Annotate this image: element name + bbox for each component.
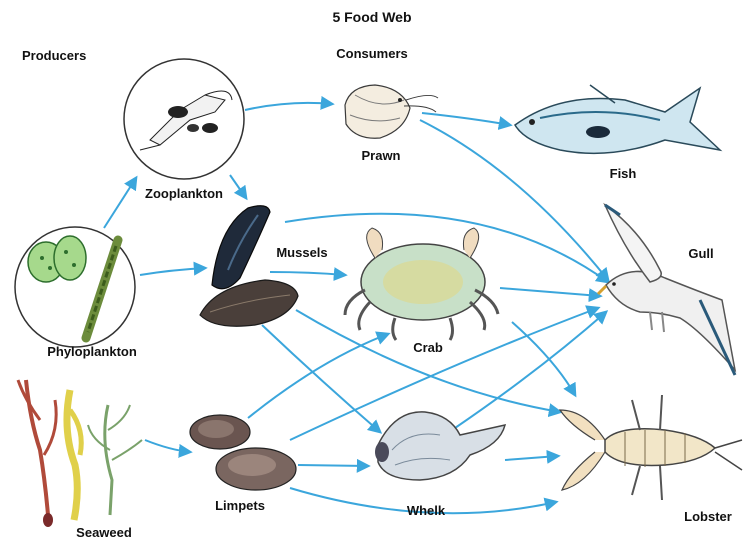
arrow-zooplankton-to-prawn xyxy=(245,103,332,110)
seaweed-label: Seaweed xyxy=(76,525,132,539)
zooplankton-label: Zooplankton xyxy=(145,186,223,201)
diagram-title: 5 Food Web xyxy=(332,9,411,25)
producers-header: Producers xyxy=(22,48,86,63)
crab-illustration xyxy=(345,228,498,340)
limpets-illustration xyxy=(190,415,296,490)
arrow-mussels-to-crab xyxy=(270,272,345,275)
limpets-label: Limpets xyxy=(215,498,265,513)
arrow-phytoplankton-to-mussels xyxy=(140,268,205,275)
arrow-limpets-to-whelk xyxy=(298,465,368,466)
phytoplankton-label: Phyloplankton xyxy=(47,344,137,359)
consumers-header: Consumers xyxy=(336,46,408,61)
whelk-illustration xyxy=(375,412,505,480)
arrow-seaweed-to-limpets xyxy=(145,440,190,452)
whelk-label: Whelk xyxy=(407,503,446,518)
zooplankton-illustration xyxy=(124,59,244,179)
crab-label: Crab xyxy=(413,340,443,355)
fish-label: Fish xyxy=(610,166,637,181)
arrow-mussels-to-whelk xyxy=(262,325,380,432)
prawn-label: Prawn xyxy=(361,148,400,163)
arrow-phytoplankton-to-zooplankton xyxy=(104,178,136,228)
lobster-label: Lobster xyxy=(684,509,732,524)
lobster-illustration xyxy=(560,395,742,500)
arrow-whelk-to-lobster xyxy=(505,456,558,460)
mussels-illustration xyxy=(200,206,298,327)
gull-illustration xyxy=(598,205,735,375)
arrow-whelk-to-gull xyxy=(455,312,606,428)
arrow-prawn-to-fish xyxy=(422,113,510,125)
arrow-zooplankton-to-mussels xyxy=(230,175,246,198)
fish-illustration xyxy=(515,85,720,153)
prawn-illustration xyxy=(345,85,438,138)
mussels-label: Mussels xyxy=(276,245,327,260)
arrow-crab-to-lobster xyxy=(512,322,575,395)
seaweed-illustration xyxy=(18,380,142,527)
phytoplankton-illustration xyxy=(15,227,135,347)
arrow-crab-to-gull xyxy=(500,288,600,296)
arrow-mussels-to-lobster xyxy=(296,310,560,412)
gull-label: Gull xyxy=(688,246,713,261)
